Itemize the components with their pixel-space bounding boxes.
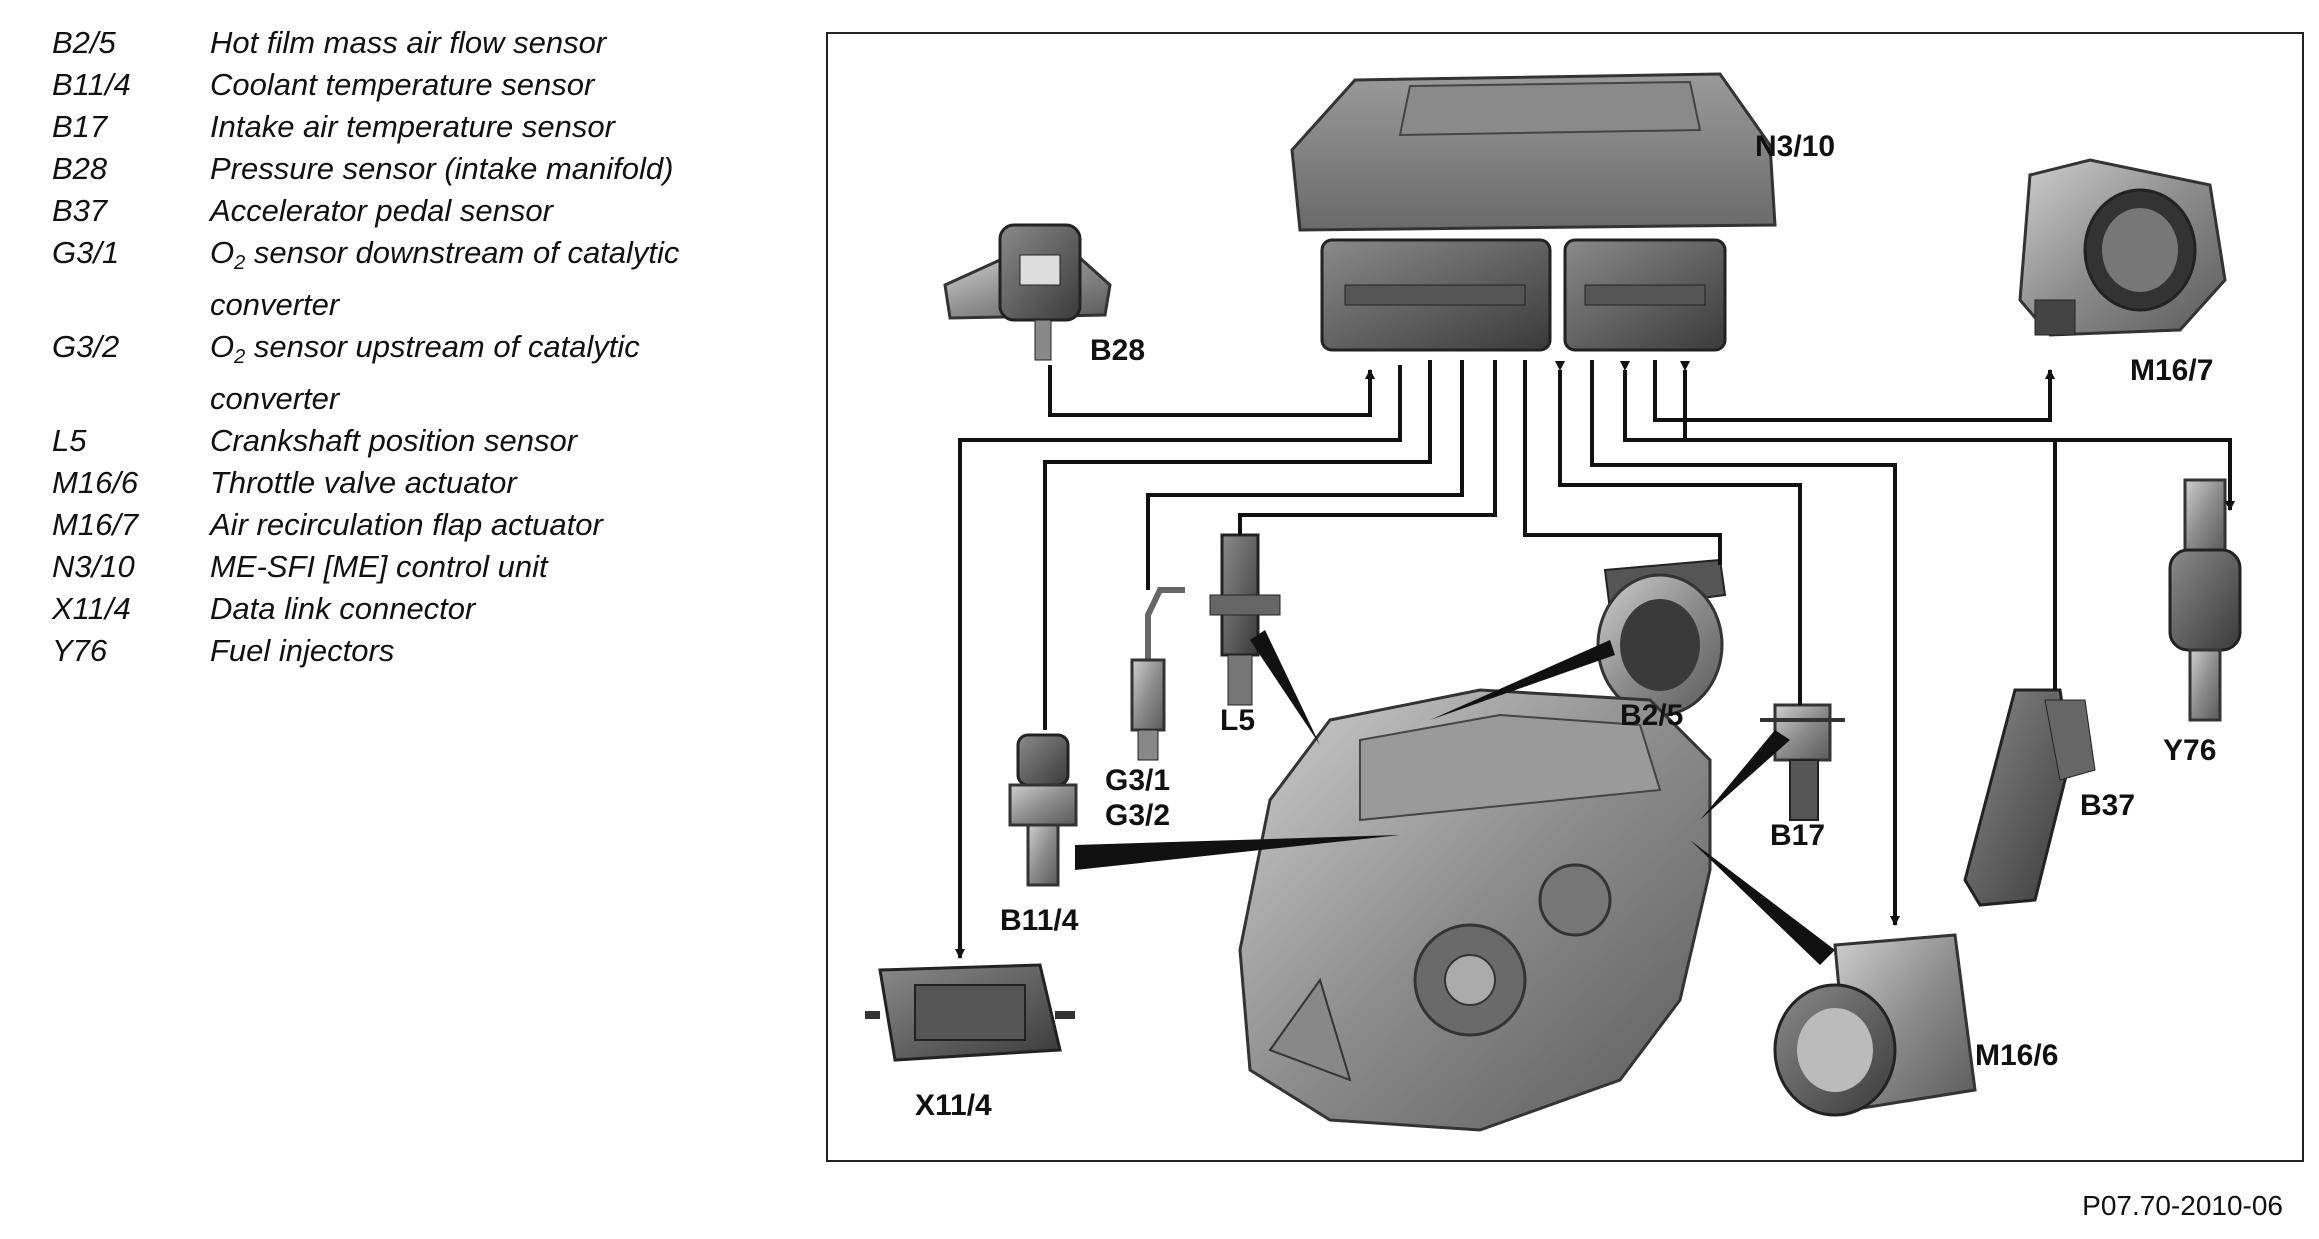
mass-air-flow-sensor-b2-5 [1596,558,1727,717]
oxygen-sensor-g3 [1130,587,1185,761]
legend-row: B28 Pressure sensor (intake manifold) [52,148,772,190]
diagram-frame [826,32,2304,1162]
air-recirculation-actuator-m16-7 [2018,158,2227,337]
pointer-l5 [1250,630,1320,745]
throttle-valve-actuator-m16-6 [1773,933,1977,1117]
legend-description: converter [210,287,340,322]
legend-description: O2 sensor downstream of catalytic [210,232,772,284]
label-g3-1: G3/1 [1105,764,1170,797]
legend-code: M16/7 [52,507,139,542]
legend-row: B37 Accelerator pedal sensor [52,190,772,232]
legend-row: G3/2 O2 sensor upstream of catalytic [52,326,772,378]
legend-row: G3/1 O2 sensor downstream of catalytic [52,232,772,284]
label-g3-2: G3/2 [1105,799,1170,832]
legend-code: L5 [52,423,87,458]
wire-b11-4 [1043,360,1432,730]
legend-description: Crankshaft position sensor [210,423,578,458]
legend-desc-subscript: 2 [234,252,246,274]
legend-code: B17 [52,109,108,144]
legend-row-continuation: converter [52,378,772,420]
legend-description: Data link connector [210,591,476,626]
legend-description: ME-SFI [ME] control unit [210,549,548,584]
location-pointers [1075,630,1835,965]
coolant-temp-sensor-b11-4 [1008,733,1078,887]
legend-row: X11/4 Data link connector [52,588,772,630]
intake-air-temp-sensor-b17 [1760,703,1845,821]
legend-desc-subscript: 2 [234,346,246,368]
wire-x11-4 [955,365,1402,959]
legend-code: Y76 [52,633,108,668]
legend-description: Accelerator pedal sensor [210,193,553,228]
legend-code: X11/4 [52,591,131,626]
legend-code: B28 [52,151,108,186]
fuel-injector-y76 [2168,478,2242,722]
wire-b28 [1048,365,1375,417]
label-x11-4: X11/4 [915,1089,992,1122]
legend-row: B17 Intake air temperature sensor [52,106,772,148]
legend-row: M16/7 Air recirculation flap actuator [52,504,772,546]
label-m16-6: M16/6 [1975,1039,2058,1072]
legend-desc-part: O [210,235,235,270]
legend-description: O2 sensor upstream of catalytic [210,326,772,378]
legend-row: N3/10 ME-SFI [ME] control unit [52,546,772,588]
legend-description: Air recirculation flap actuator [210,507,603,542]
data-link-connector-x11-4 [865,963,1075,1062]
label-l5: L5 [1220,704,1255,737]
legend-row-continuation: converter [52,284,772,326]
legend-description: Coolant temperature sensor [210,67,595,102]
label-b37: B37 [2080,789,2135,822]
legend-code: G3/2 [52,329,120,364]
legend-description: Pressure sensor (intake manifold) [210,151,674,186]
pressure-sensor-b28 [943,223,1112,361]
ecu-control-unit [1290,72,1777,352]
legend-row: B2/5 Hot film mass air flow sensor [52,22,772,64]
legend-code: G3/1 [52,235,120,270]
legend-row: B11/4 Coolant temperature sensor [52,64,772,106]
legend-desc-part: sensor downstream of catalytic [245,235,680,270]
pointer-b17 [1700,730,1790,820]
wire-y76 [1680,361,2235,511]
crankshaft-sensor-l5 [1209,533,1281,706]
label-b11-4: B11/4 [1000,904,1079,937]
legend-row: Y76 Fuel injectors [52,630,772,672]
pointer-b11-4 [1075,835,1400,870]
legend-description: Throttle valve actuator [210,465,517,500]
accelerator-pedal-b37 [1963,688,2096,907]
legend-row: L5 Crankshaft position sensor [52,420,772,462]
label-y76: Y76 [2163,734,2216,767]
legend-description: Intake air temperature sensor [210,109,615,144]
label-b2-5: B2/5 [1620,699,1683,732]
legend-row: M16/6 Throttle valve actuator [52,462,772,504]
wire-m16-7 [1653,360,2055,422]
figure-reference: P07.70-2010-06 [2082,1190,2283,1221]
label-b28: B28 [1090,334,1145,367]
legend-code: N3/10 [52,549,135,584]
label-n3-10: N3/10 [1755,130,1835,163]
wire-g3 [1146,360,1464,590]
label-m16-7: M16/7 [2130,354,2213,387]
legend-description: Hot film mass air flow sensor [210,25,607,60]
legend-desc-part: O [210,329,235,364]
legend-code: B37 [52,193,108,228]
wire-l5 [1238,360,1497,535]
pointer-b2-5 [1430,640,1615,720]
legend-code: M16/6 [52,465,139,500]
legend-desc-part: sensor upstream of catalytic [245,329,640,364]
label-b17: B17 [1770,819,1825,852]
pointer-m16-6 [1690,840,1835,965]
legend-code: B2/5 [52,25,116,60]
engine-block [1238,688,1712,1132]
legend-description: converter [210,381,340,416]
legend-description: Fuel injectors [210,633,395,668]
wire-b2-5 [1523,360,1722,565]
wiring [955,360,2235,959]
legend-code: B11/4 [52,67,131,102]
